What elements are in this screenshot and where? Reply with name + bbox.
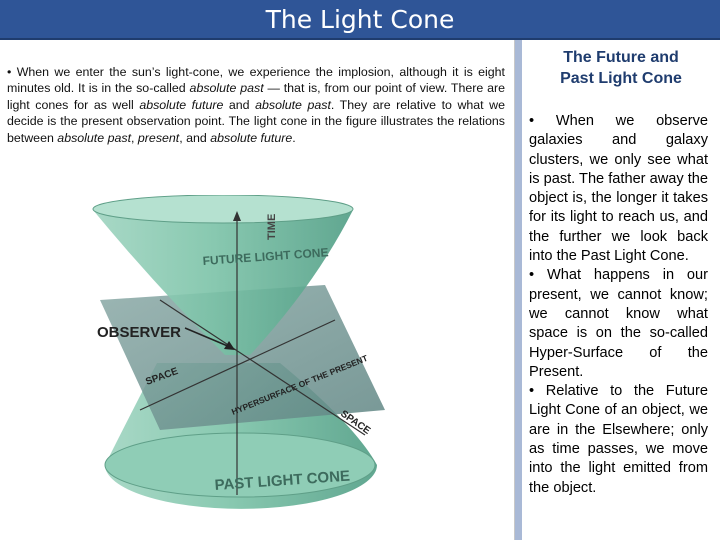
text-run: • When we enter the sun’s light-cone, we… <box>7 65 505 96</box>
bullet-2: • What happens in our present, we cannot… <box>529 267 708 380</box>
text-run: and <box>223 97 256 112</box>
panel-divider <box>515 40 522 540</box>
text-emphasis: absolute future <box>210 130 293 145</box>
text-run: , <box>131 130 138 145</box>
right-panel: The Future and Past Light Cone • When we… <box>522 40 720 540</box>
light-cone-figure: TIME FUTURE LIGHT CONE OBSERVER SPACE SP… <box>92 195 385 509</box>
title-bar: The Light Cone <box>0 0 720 40</box>
hypersurface-plane <box>100 285 385 430</box>
text-emphasis: present <box>137 130 180 145</box>
heading-line: The Future and <box>563 49 679 66</box>
text-emphasis: absolute past <box>255 97 331 112</box>
future-cone <box>93 200 353 355</box>
heading-line: Past Light Cone <box>560 70 682 87</box>
left-paragraph: • When we enter the sun’s light-cone, we… <box>7 64 505 146</box>
text-run: , and <box>179 130 211 145</box>
past-cone-base <box>104 432 376 498</box>
text-run: . <box>292 130 296 145</box>
slide-title: The Light Cone <box>265 5 455 34</box>
right-heading: The Future and Past Light Cone <box>522 47 720 89</box>
text-emphasis: absolute past <box>189 81 264 96</box>
text-emphasis: absolute past <box>57 130 132 145</box>
right-body: • When we observe galaxies and galaxy cl… <box>529 112 708 498</box>
text-run: . They are relative to what we decide is… <box>7 97 505 145</box>
left-panel: • When we enter the sun’s light-cone, we… <box>0 40 515 540</box>
bullet-3: • Relative to the Future Light Cone of a… <box>529 383 708 496</box>
text-run: — that is, from our point of view. There… <box>7 81 505 112</box>
future-cone-top <box>92 195 354 224</box>
time-label: TIME <box>266 214 278 240</box>
bullet-1: • When we observe galaxies and galaxy cl… <box>529 113 709 265</box>
text-emphasis: absolute future <box>139 97 224 112</box>
observer-label: OBSERVER <box>97 324 181 341</box>
